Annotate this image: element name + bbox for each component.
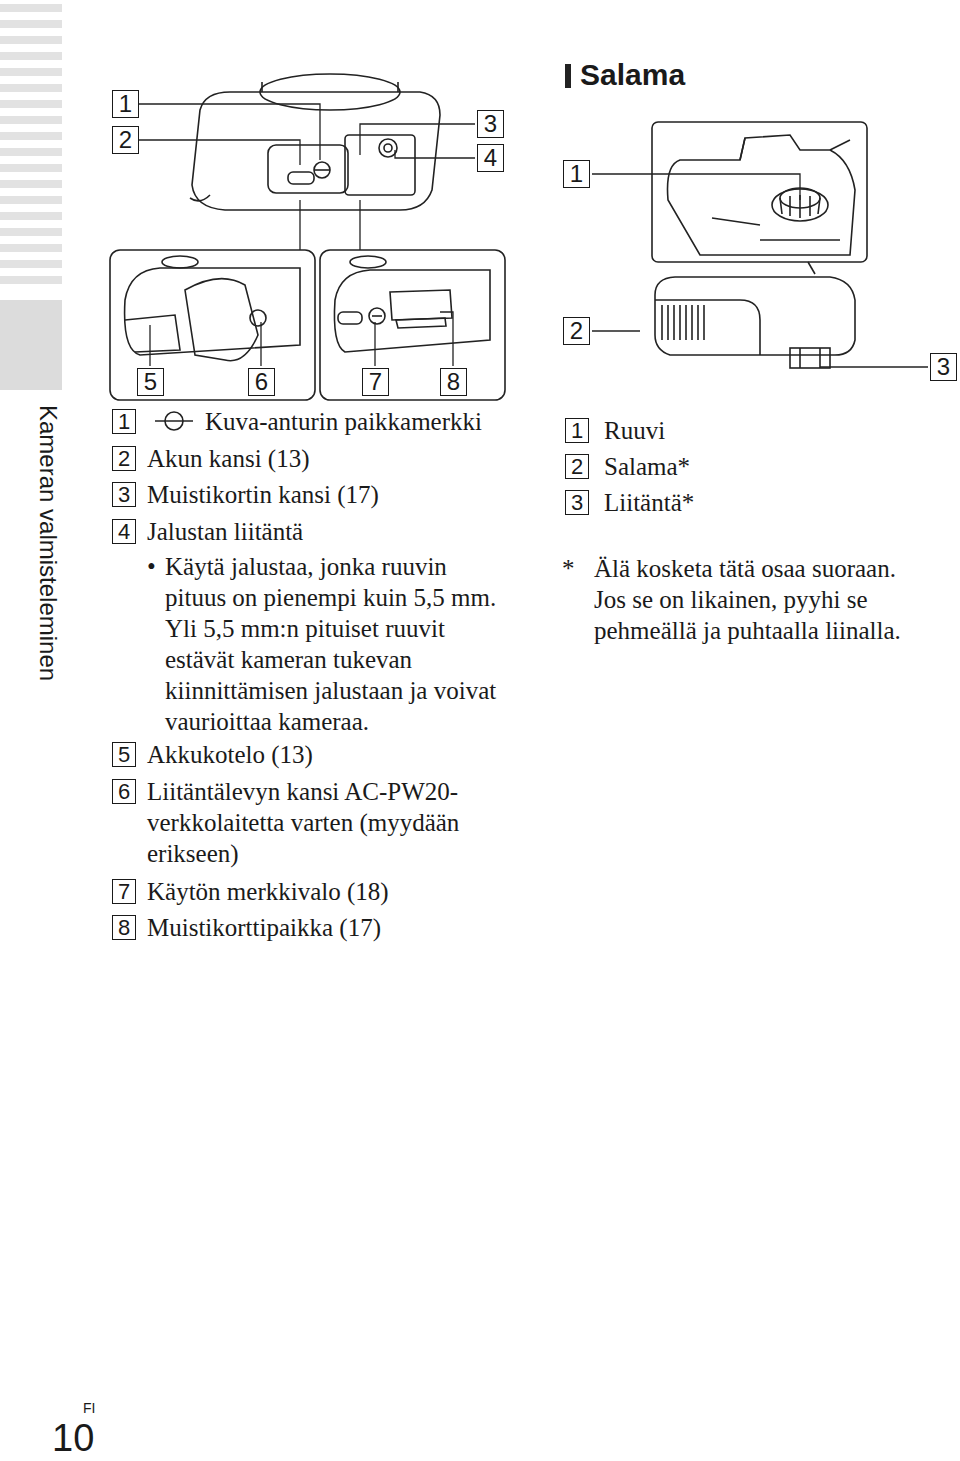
callout-number: 2 — [563, 317, 590, 345]
callout-number: 1 — [563, 160, 590, 188]
section-tab-text: Kameran valmisteleminen — [34, 405, 62, 681]
section-marker — [565, 64, 571, 88]
note-text: Käytä jalustaa, jonka ruuvin pituus on p… — [165, 551, 513, 737]
part-name: Muistikorttipaikka (17) — [147, 912, 381, 943]
callout-number: 5 — [137, 368, 164, 396]
page-number: 10 — [52, 1418, 94, 1458]
list-number: 2 — [565, 454, 589, 479]
list-number: 3 — [112, 482, 136, 507]
list-number: 8 — [112, 915, 136, 940]
image-sensor-symbol — [155, 412, 193, 430]
callout-number: 8 — [440, 368, 467, 396]
leader-lines — [139, 104, 928, 367]
callout-number: 1 — [112, 90, 139, 118]
footnote-mark: * — [562, 553, 575, 584]
side-tab — [0, 0, 62, 390]
flash-illustration — [652, 122, 867, 368]
part-name: Liitäntälevyn kansi AC-PW20-verkkolaitet… — [147, 776, 513, 869]
part-name: Jalustan liitäntä — [147, 516, 303, 547]
list-number: 1 — [112, 409, 136, 434]
part-name: Liitäntä* — [604, 487, 694, 518]
list-number: 5 — [112, 742, 136, 767]
part-name: Muistikortin kansi (17) — [147, 479, 379, 510]
camera-bottom-view — [110, 74, 505, 400]
part-name: Kuva-anturin paikkamerkki — [205, 406, 482, 437]
list-number: 2 — [112, 446, 136, 471]
part-name: Akkukotelo (13) — [147, 739, 313, 770]
list-number: 3 — [565, 490, 589, 515]
part-name: Käytön merkkivalo (18) — [147, 876, 389, 907]
language-code: FI — [83, 1400, 95, 1416]
list-number: 6 — [112, 779, 136, 804]
footnote-text: Älä kosketa tätä osaa suoraan. Jos se on… — [594, 553, 929, 646]
list-number: 7 — [112, 879, 136, 904]
callout-number: 7 — [362, 368, 389, 396]
callout-number: 3 — [930, 353, 957, 381]
bullet: • — [147, 551, 156, 582]
callout-number: 2 — [112, 126, 139, 154]
callout-number: 6 — [248, 368, 275, 396]
section-title: Salama — [580, 58, 685, 92]
callout-number: 4 — [477, 144, 504, 172]
list-number: 4 — [112, 519, 136, 544]
callout-number: 3 — [477, 110, 504, 138]
part-name: Salama* — [604, 451, 690, 482]
part-name: Ruuvi — [604, 415, 665, 446]
list-number: 1 — [565, 418, 589, 443]
part-name: Akun kansi (13) — [147, 443, 309, 474]
